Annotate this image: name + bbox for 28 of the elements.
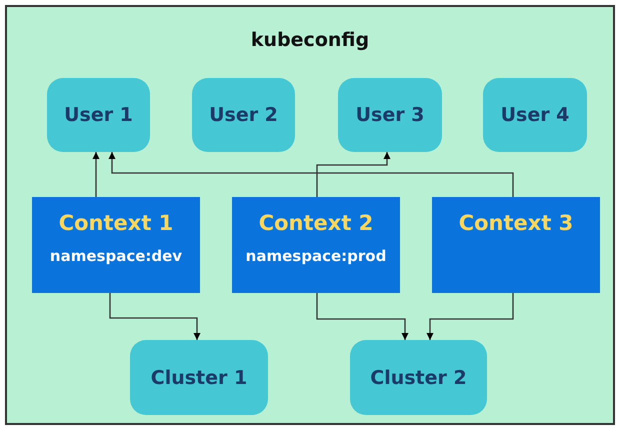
node-label: User 2: [209, 104, 278, 126]
user-box: [483, 78, 587, 152]
cluster-box: [350, 340, 487, 415]
context-title: Context 3: [458, 211, 574, 235]
connector-arrow: [108, 152, 514, 197]
context-box: [32, 197, 200, 293]
node-label: User 1: [64, 104, 133, 126]
context-title: Context 2: [258, 211, 374, 235]
context-box: [432, 197, 600, 293]
connector-arrow: [109, 293, 200, 340]
connector-arrow: [316, 152, 390, 197]
node-label: User 3: [356, 104, 424, 126]
node-label: Cluster 1: [150, 366, 248, 388]
node-label: Cluster 2: [370, 366, 467, 388]
frame-heading: kubeconfig: [250, 29, 370, 51]
connector-arrow: [426, 293, 514, 340]
namespace-label: namespace:dev: [50, 247, 182, 265]
user-box: [338, 78, 442, 152]
node-label: User 4: [500, 104, 570, 126]
namespace-label: namespace:prod: [246, 247, 386, 265]
context-title: Context 1: [58, 211, 174, 235]
diagram-frame: [5, 5, 615, 425]
cluster-box: [130, 340, 268, 415]
user-box: [47, 78, 150, 152]
user-box: [192, 78, 295, 152]
connector-arrow: [92, 152, 100, 197]
context-box: [232, 197, 400, 293]
connector-arrow: [316, 293, 408, 340]
